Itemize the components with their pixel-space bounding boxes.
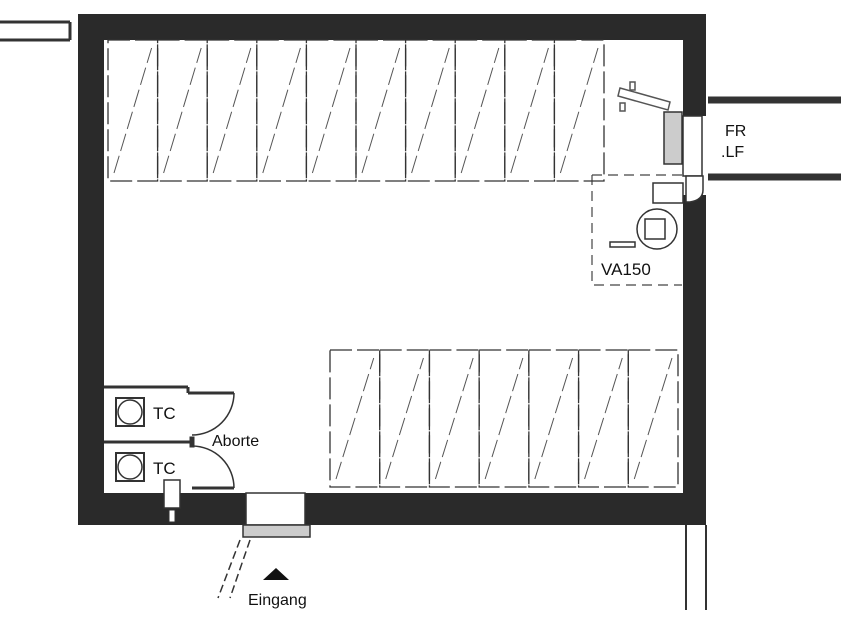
parking-stall [478,349,530,488]
entrance-arrow-icon [263,568,289,580]
car-symbol-top [617,81,671,112]
parking-stall [528,349,580,488]
ventilation-unit [609,182,684,250]
parking-row-bottom [329,349,679,488]
parking-stall [577,349,629,488]
parking-stall [329,349,381,488]
label-aborte: Aborte [212,433,259,450]
parking-stall [504,39,556,182]
side-opening [682,115,703,177]
door-leaf-hatched [663,111,683,165]
label-va150: VA150 [601,260,651,279]
parking-stall [206,39,258,182]
parking-stall [355,39,407,182]
label-fr: FR [725,123,746,140]
parking-stall [305,39,357,182]
label-tc-2: TC [153,459,176,478]
label-lf: .LF [721,144,744,161]
parking-stall [107,39,159,182]
toilet-block [104,385,235,523]
parking-stall [156,39,208,182]
parking-stall [454,39,506,182]
label-eingang: Eingang [248,592,307,609]
parking-stall [553,39,605,182]
parking-stall [379,349,431,488]
va150-zone [591,174,682,286]
walls [78,14,706,525]
parking-stall [256,39,308,182]
entrance [217,492,311,599]
exterior-lines [0,20,841,610]
door-frame [685,175,704,203]
parking-stall [404,39,456,182]
parking-row-top [107,39,605,182]
label-tc-1: TC [153,404,176,423]
parking-stall [428,349,480,488]
parking-stall [627,349,679,488]
